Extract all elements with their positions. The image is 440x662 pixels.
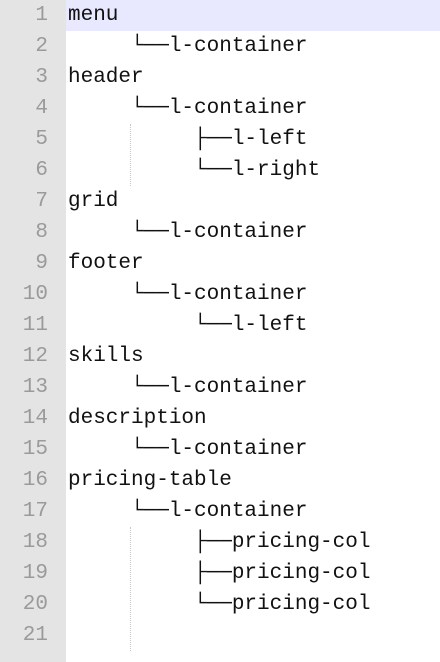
line-number: 10 <box>22 283 48 306</box>
line-text-area[interactable]: ├──pricing-col <box>66 558 440 589</box>
editor-line[interactable]: 17 └──l-container <box>0 496 440 527</box>
line-text-area[interactable]: header <box>66 62 440 93</box>
line-content: skills <box>68 345 144 368</box>
line-text-area[interactable]: description <box>66 403 440 434</box>
indent-guide <box>130 124 131 186</box>
line-content: └──pricing-col <box>68 593 371 616</box>
line-number: 8 <box>35 221 48 244</box>
line-content: header <box>68 66 144 89</box>
line-text-area[interactable]: └──l-container <box>66 31 440 62</box>
line-number: 16 <box>22 469 48 492</box>
line-content: └──l-container <box>68 221 308 244</box>
line-content: └──l-container <box>68 500 308 523</box>
line-content: └──l-container <box>68 283 308 306</box>
line-number: 12 <box>22 345 48 368</box>
editor-line[interactable]: 4 └──l-container <box>0 93 440 124</box>
editor-line[interactable]: 13 └──l-container <box>0 372 440 403</box>
line-text-area[interactable]: menu <box>66 0 440 31</box>
line-content: pricing-table <box>68 469 232 492</box>
editor-line[interactable]: 1 menu <box>0 0 440 31</box>
line-text-area[interactable]: └──l-container <box>66 434 440 465</box>
line-text-area[interactable]: grid <box>66 186 440 217</box>
line-number: 21 <box>22 624 48 647</box>
line-content: ├──pricing-col <box>68 562 371 585</box>
editor-line[interactable]: 18 ├──pricing-col <box>0 527 440 558</box>
line-number: 6 <box>35 159 48 182</box>
line-text-area[interactable]: ├──l-left <box>66 124 440 155</box>
line-content: menu <box>68 4 119 27</box>
editor-line[interactable]: 12 skills <box>0 341 440 372</box>
line-content: └──l-container <box>68 35 308 58</box>
line-number: 1 <box>35 4 48 27</box>
editor-line[interactable]: 10 └──l-container <box>0 279 440 310</box>
line-text-area[interactable]: footer <box>66 248 440 279</box>
editor-line[interactable]: 5 ├──l-left <box>0 124 440 155</box>
line-number: 4 <box>35 97 48 120</box>
line-text-area[interactable]: └──l-container <box>66 93 440 124</box>
line-content: ├──pricing-col <box>68 531 371 554</box>
line-number: 7 <box>35 190 48 213</box>
line-content: └──l-left <box>68 314 308 337</box>
editor-line[interactable]: 11 └──l-left <box>0 310 440 341</box>
line-text-area[interactable]: └──pricing-col <box>66 589 440 620</box>
line-content: grid <box>68 190 119 213</box>
line-number: 18 <box>22 531 48 554</box>
line-number: 3 <box>35 66 48 89</box>
line-number: 11 <box>22 314 48 337</box>
editor-line[interactable]: 9 footer <box>0 248 440 279</box>
line-text-area[interactable]: pricing-table <box>66 465 440 496</box>
line-number: 9 <box>35 252 48 275</box>
editor-line[interactable]: 7 grid <box>0 186 440 217</box>
line-content: └──l-right <box>68 159 321 182</box>
line-text-area[interactable]: └──l-container <box>66 496 440 527</box>
line-content: └──l-container <box>68 376 308 399</box>
line-content: └──l-container <box>68 438 308 461</box>
line-text-area[interactable]: └──l-container <box>66 279 440 310</box>
line-content: ├──l-left <box>68 128 308 151</box>
editor-line[interactable]: 19 ├──pricing-col <box>0 558 440 589</box>
line-number: 20 <box>22 593 48 616</box>
line-number: 19 <box>22 562 48 585</box>
editor-line[interactable]: 8 └──l-container <box>0 217 440 248</box>
indent-guide <box>130 527 131 651</box>
editor-line[interactable]: 20 └──pricing-col <box>0 589 440 620</box>
line-content: └──l-container <box>68 97 308 120</box>
line-number: 15 <box>22 438 48 461</box>
line-content: description <box>68 407 207 430</box>
editor-line[interactable]: 2 └──l-container <box>0 31 440 62</box>
line-number-gutter <box>0 0 66 662</box>
line-text-area[interactable]: skills <box>66 341 440 372</box>
editor-line[interactable]: 3 header <box>0 62 440 93</box>
line-text-area[interactable]: ├──pricing-col <box>66 527 440 558</box>
editor-line[interactable]: 6 └──l-right <box>0 155 440 186</box>
editor-line[interactable]: 16 pricing-table <box>0 465 440 496</box>
line-number: 14 <box>22 407 48 430</box>
line-number: 17 <box>22 500 48 523</box>
line-text-area[interactable]: └──l-left <box>66 310 440 341</box>
editor-line[interactable]: 14 description <box>0 403 440 434</box>
line-number: 13 <box>22 376 48 399</box>
line-text-area[interactable]: └──l-container <box>66 372 440 403</box>
line-text-area[interactable]: └──l-container <box>66 217 440 248</box>
line-text-area[interactable]: └──l-right <box>66 155 440 186</box>
line-text-area[interactable] <box>66 620 440 651</box>
line-content: footer <box>68 252 144 275</box>
editor-line[interactable]: 15 └──l-container <box>0 434 440 465</box>
line-number: 5 <box>35 128 48 151</box>
line-number: 2 <box>35 35 48 58</box>
editor-line[interactable]: 21 <box>0 620 440 651</box>
